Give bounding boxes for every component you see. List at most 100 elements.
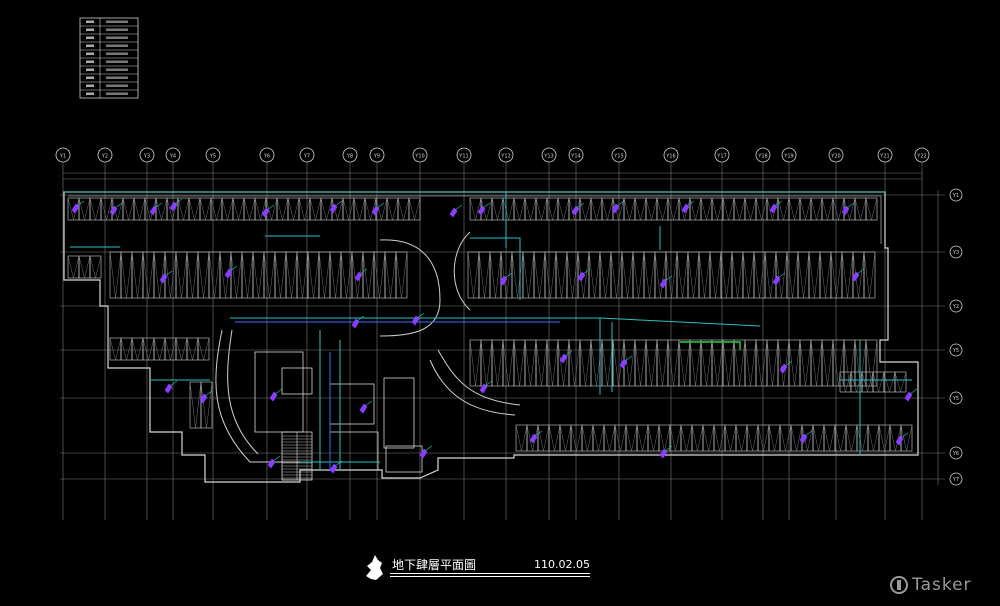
row-bubble-label: Y1 — [952, 193, 959, 199]
parking-stall — [408, 197, 421, 221]
grid-bubble-label: Y8 — [346, 154, 353, 160]
annotation-mark — [611, 200, 625, 214]
grid-bubble — [342, 147, 358, 163]
parking-stall — [200, 381, 213, 429]
grid-bubble-label: Y14 — [570, 154, 580, 160]
annotation-mark — [71, 200, 85, 214]
stairwell — [281, 431, 313, 481]
watermark-text: Tasker — [912, 575, 972, 595]
grid-bubble-label: Y7 — [303, 154, 310, 160]
annotation-mark — [419, 445, 433, 459]
grid-bubble-label: Y2 — [101, 154, 108, 160]
row-bubble — [949, 472, 963, 486]
annotation-marks — [71, 198, 918, 474]
parking-stall — [894, 371, 907, 393]
grid-bubble — [456, 147, 472, 163]
grid-bubble-label: Y10 — [414, 154, 424, 160]
annotation-mark — [224, 265, 238, 279]
grid-lines — [60, 162, 945, 520]
row-bubble — [949, 299, 963, 313]
grid-bubble — [498, 147, 514, 163]
annotation-mark — [659, 275, 673, 289]
annotation-mark — [477, 202, 491, 216]
drawing-title-block: 地下肆層平面圖 110.02.05 — [362, 553, 592, 583]
annotation-mark — [371, 202, 385, 216]
row-bubble — [949, 391, 963, 405]
grid-bubble — [714, 147, 730, 163]
parking-stalls — [67, 197, 913, 452]
grid-bubble — [568, 147, 584, 163]
parking-stall — [863, 251, 876, 299]
annotation-mark — [359, 400, 373, 414]
grid-bubble-label: Y13 — [543, 154, 553, 160]
parking-stall — [865, 339, 878, 387]
annotation-mark — [109, 202, 123, 216]
row-bubble-label: Y6 — [952, 451, 959, 457]
grid-bubble-label: Y6 — [263, 154, 270, 160]
vehicle-ramps — [215, 231, 521, 463]
parking-stall — [797, 251, 810, 299]
grid-bubble — [611, 147, 627, 163]
annotation-mark — [559, 350, 573, 364]
row-bubble — [949, 343, 963, 357]
annotation-mark — [329, 200, 343, 214]
building-outline — [63, 191, 919, 483]
grid-bubble — [663, 147, 679, 163]
grid-bubble — [828, 147, 844, 163]
north-arrow-icon — [366, 555, 383, 580]
grid-bubble-label: Y16 — [665, 154, 675, 160]
grid-bubble-label: Y17 — [716, 154, 726, 160]
annotation-mark — [895, 432, 909, 446]
blue-pipe — [235, 321, 560, 470]
annotation-mark — [479, 380, 493, 394]
grid-bubble-label: Y1 — [59, 154, 66, 160]
grid-bubble-label: Y18 — [757, 154, 767, 160]
annotation-mark — [159, 270, 173, 284]
grid-bubble — [55, 147, 71, 163]
annotation-mark — [851, 268, 865, 282]
grid-bubble — [755, 147, 771, 163]
drawing-title: 地下肆層平面圖 — [392, 558, 477, 572]
parking-stall — [502, 339, 515, 387]
row-bubble-label: Y3 — [952, 250, 959, 256]
parking-stall — [865, 197, 878, 221]
annotation-mark — [681, 200, 695, 214]
grid-bubble — [139, 147, 155, 163]
grid-bubble — [259, 147, 275, 163]
parking-stall — [109, 251, 122, 299]
annotation-mark — [199, 390, 213, 404]
annotation-mark — [577, 268, 591, 282]
legend-table — [79, 17, 139, 99]
parking-stall — [850, 371, 863, 393]
mep-ducts — [64, 191, 912, 470]
annotation-mark — [269, 388, 283, 402]
grid-bubble — [299, 147, 315, 163]
annotation-mark — [411, 312, 425, 326]
grid-bubble — [412, 147, 428, 163]
annotation-mark — [149, 202, 163, 216]
watermark: Tasker — [890, 574, 995, 600]
annotation-mark — [799, 430, 813, 444]
grid-bubble-label: Y5 — [209, 154, 216, 160]
grid-bubble — [877, 147, 893, 163]
tasker-logo-icon — [890, 576, 908, 594]
parking-stall — [395, 251, 408, 299]
drawing-date: 110.02.05 — [534, 558, 590, 571]
grid-bubble-label: Y3 — [143, 154, 150, 160]
grid-bubble — [541, 147, 557, 163]
grid-bubble-label: Y4 — [169, 154, 176, 160]
annotation-mark — [779, 360, 793, 374]
grid-bubble — [369, 147, 385, 163]
grid-bubble-label: Y12 — [500, 154, 510, 160]
grid-bubble-label: Y19 — [783, 154, 793, 160]
annotation-mark — [261, 204, 275, 218]
row-bubble-label: Y2 — [952, 304, 959, 310]
green-pipe — [680, 341, 741, 350]
title-underline — [390, 573, 590, 574]
annotation-mark — [659, 445, 673, 459]
parking-stall — [287, 197, 300, 221]
row-bubble-label: Y5 — [952, 396, 959, 402]
